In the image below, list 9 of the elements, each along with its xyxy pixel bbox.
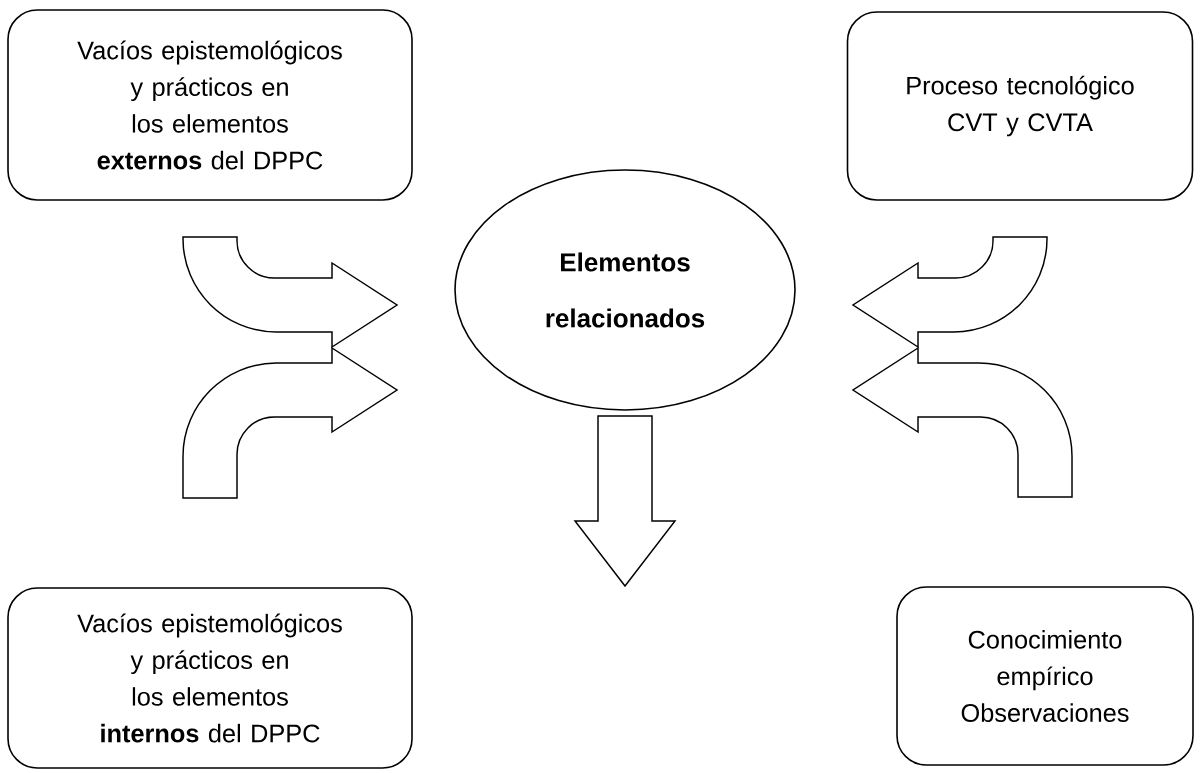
block-arrow	[852, 347, 1073, 498]
text-box: Vacíos epistemológicos y prácticos en los elementos internos del DPPC	[7, 587, 413, 769]
text-box: Vacíos epistemológicos y prácticos en los elementos externos del DPPC	[7, 9, 413, 201]
block-arrow	[573, 415, 677, 588]
text-box: Proceso tecnológico CVT y CVTA	[846, 11, 1194, 201]
block-arrow	[182, 347, 398, 499]
block-arrow	[852, 236, 1048, 348]
text-box: Conocimiento empírico Observaciones	[896, 586, 1194, 766]
block-arrow	[182, 236, 398, 348]
